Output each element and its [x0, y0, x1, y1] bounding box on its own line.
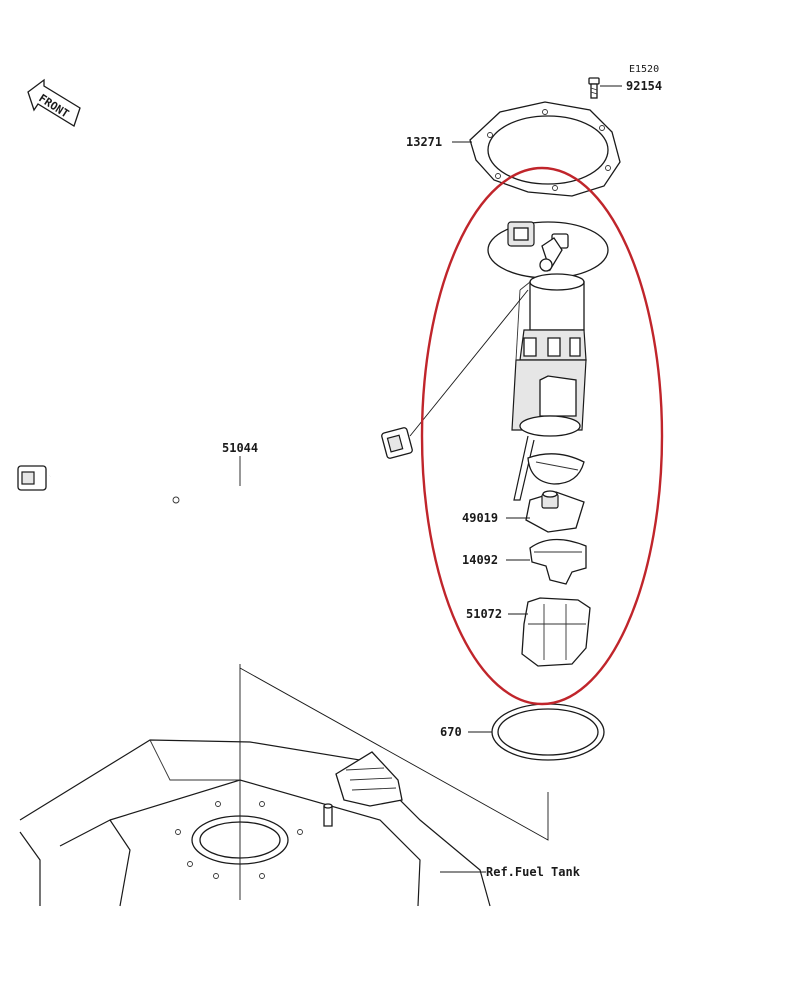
pump-flange-part[interactable] — [487, 221, 609, 279]
tank-bracket-line — [239, 667, 549, 841]
fuel-pump-body-part[interactable] — [511, 273, 587, 437]
o-ring-part[interactable] — [491, 703, 605, 761]
highlight-oval — [420, 166, 664, 706]
fuel-tank-part — [19, 739, 491, 907]
part-number-92154[interactable]: 92154 — [626, 79, 662, 93]
strainer-part[interactable] — [527, 453, 585, 485]
part-number-49019[interactable]: 49019 — [462, 511, 498, 525]
front-arrow-icon: FRONT — [27, 78, 81, 127]
filter-part[interactable] — [525, 490, 585, 533]
part-number-14092[interactable]: 14092 — [462, 553, 498, 567]
part-number-13271[interactable]: 13271 — [406, 135, 442, 149]
part-number-670[interactable]: 670 — [440, 725, 462, 739]
reference-label[interactable]: Ref.Fuel Tank — [486, 865, 581, 879]
part-number-51072[interactable]: 51072 — [466, 607, 502, 621]
part-number-51044[interactable]: 51044 — [222, 441, 258, 455]
gasket-plate-part[interactable] — [469, 101, 621, 197]
float-arm-part[interactable] — [513, 435, 535, 501]
wire-harness-part[interactable] — [17, 427, 413, 508]
harness-connection-line — [409, 289, 529, 437]
cover-part[interactable] — [529, 538, 587, 585]
bolt-part[interactable] — [588, 77, 600, 99]
pump-case-part[interactable] — [521, 597, 591, 667]
diagram-code: E1520 — [629, 64, 659, 75]
